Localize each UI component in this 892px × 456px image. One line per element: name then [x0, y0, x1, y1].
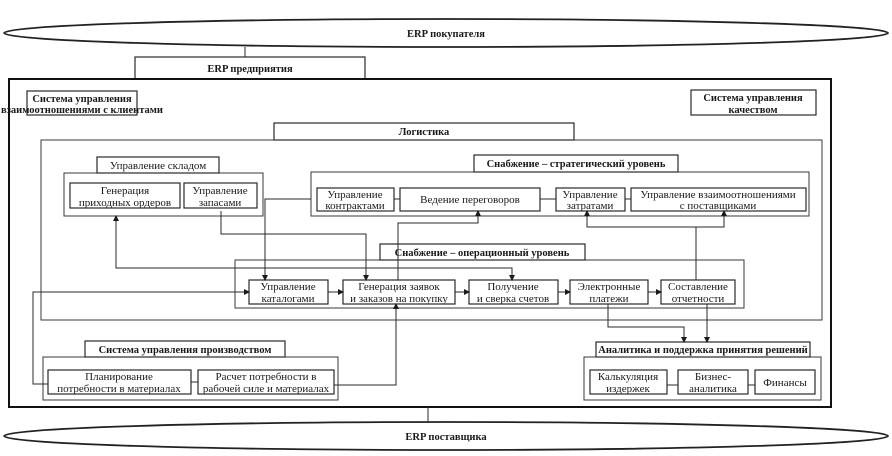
invoices-line-1: Получение — [487, 281, 538, 293]
material-planning-line-1: Планирование — [85, 371, 153, 383]
arrow-to-invoices — [398, 267, 515, 281]
labor-calc-line-2: рабочей силе и материалах — [203, 383, 330, 395]
analytics-title: Аналитика и поддержка принятия решений — [598, 345, 807, 356]
finance-label: Финансы — [763, 377, 807, 389]
reporting-line-1: Составление — [668, 281, 728, 293]
catalogs-box: Управление каталогами — [248, 279, 329, 305]
buyer-erp-label: ERP покупателя — [407, 29, 485, 40]
finance-box: Финансы — [754, 369, 816, 395]
business-analytics-line-2: аналитика — [689, 383, 737, 395]
invoices-line-2: и сверка счетов — [477, 293, 549, 305]
arrow-to-receipt-orders — [113, 215, 398, 269]
material-planning-line-2: потребности в материалах — [57, 383, 181, 395]
reporting-box: Составление отчетности — [660, 279, 736, 305]
logistics-header: Логистика — [273, 122, 575, 141]
cost-calc-line-2: издержек — [606, 383, 650, 395]
arrow-orders-negotiations — [397, 210, 481, 280]
labor-calc-box: Расчет потребности в рабочей силе и мате… — [197, 369, 335, 395]
arrow-labor-orders — [334, 303, 399, 386]
arrow-planning-catalogs — [32, 289, 250, 385]
quality-line-2: качеством — [728, 105, 777, 116]
supplier-relations-line-1: Управление взаимоотношениями — [640, 189, 795, 201]
contracts-line-1: Управление — [327, 189, 382, 201]
contracts-line-2: контрактами — [325, 200, 384, 212]
material-planning-box: Планирование потребности в материалах — [47, 369, 192, 395]
costs-line-2: затратами — [567, 200, 614, 212]
receipt-orders-box: Генерация приходных ордеров — [69, 182, 181, 209]
logistics-label: Логистика — [399, 127, 450, 138]
supplier-relations-line-2: с поставщиками — [680, 200, 757, 212]
reporting-line-2: отчетности — [672, 293, 725, 305]
crm-line-1: Система управления — [32, 94, 132, 105]
labor-calc-line-1: Расчет потребности в — [216, 371, 317, 383]
strategic-title: Снабжение – стратегический уровень — [487, 159, 666, 170]
business-analytics-line-1: Бизнес- — [695, 371, 731, 383]
arrow-payments-analytics — [607, 304, 687, 343]
purchase-orders-box: Генерация заявок и заказов на покупку — [342, 279, 456, 305]
purchase-orders-line-1: Генерация заявок — [358, 281, 440, 293]
contracts-box: Управление контрактами — [316, 187, 395, 212]
arrow-to-costs — [584, 210, 696, 228]
costs-line-1: Управление — [562, 189, 617, 201]
catalogs-line-1: Управление — [260, 281, 315, 293]
operational-title: Снабжение – операционный уровень — [395, 248, 570, 259]
quality-system: Система управления качеством — [690, 89, 817, 116]
production-header: Система управления производством — [84, 340, 286, 358]
quality-line-1: Система управления — [703, 93, 803, 104]
inventory-box: Управление запасами — [183, 182, 258, 209]
buyer-erp: ERP покупателя — [3, 18, 889, 48]
supplier-erp-label: ERP поставщика — [405, 432, 487, 443]
supplier-relations-box: Управление взаимоотношениями с поставщик… — [630, 187, 807, 212]
negotiations-box: Ведение переговоров — [399, 187, 541, 212]
warehouse-header: Управление складом — [96, 156, 220, 174]
crm-system: Система управления взаимоотношениями с к… — [1, 90, 163, 116]
payments-line-2: платежи — [589, 293, 628, 305]
payments-box: Электронные платежи — [569, 279, 649, 305]
warehouse-title: Управление складом — [110, 160, 206, 172]
purchase-orders-line-2: и заказов на покупку — [350, 293, 448, 305]
cost-calc-box: Калькуляция издержек — [589, 369, 668, 395]
arrow-contracts-catalogs — [262, 198, 311, 281]
business-analytics-box: Бизнес- аналитика — [677, 369, 749, 395]
enterprise-erp: ERP предприятия — [134, 56, 366, 80]
analytics-header: Аналитика и поддержка принятия решений — [595, 341, 811, 358]
supplier-erp: ERP поставщика — [3, 421, 889, 451]
cost-calc-line-1: Калькуляция — [598, 371, 658, 383]
receipt-orders-line-1: Генерация — [101, 185, 149, 197]
crm-line-2: взаимоотношениями с клиентами — [1, 105, 163, 116]
costs-box: Управление затратами — [555, 187, 626, 212]
enterprise-erp-label: ERP предприятия — [207, 64, 293, 75]
arrow-to-supplier-relations — [696, 210, 727, 228]
inventory-line-2: запасами — [199, 197, 242, 209]
arrow-inventory-orders — [220, 211, 369, 281]
strategic-header: Снабжение – стратегический уровень — [473, 154, 679, 173]
payments-line-1: Электронные — [578, 281, 641, 293]
catalogs-line-2: каталогами — [262, 293, 315, 305]
production-title: Система управления производством — [99, 345, 272, 356]
receipt-orders-line-2: приходных ордеров — [79, 197, 171, 209]
negotiations-label: Ведение переговоров — [420, 194, 520, 206]
inventory-line-1: Управление — [192, 185, 247, 197]
invoices-box: Получение и сверка счетов — [468, 279, 559, 305]
operational-header: Снабжение – операционный уровень — [379, 243, 586, 261]
enterprise-frame — [8, 78, 832, 408]
